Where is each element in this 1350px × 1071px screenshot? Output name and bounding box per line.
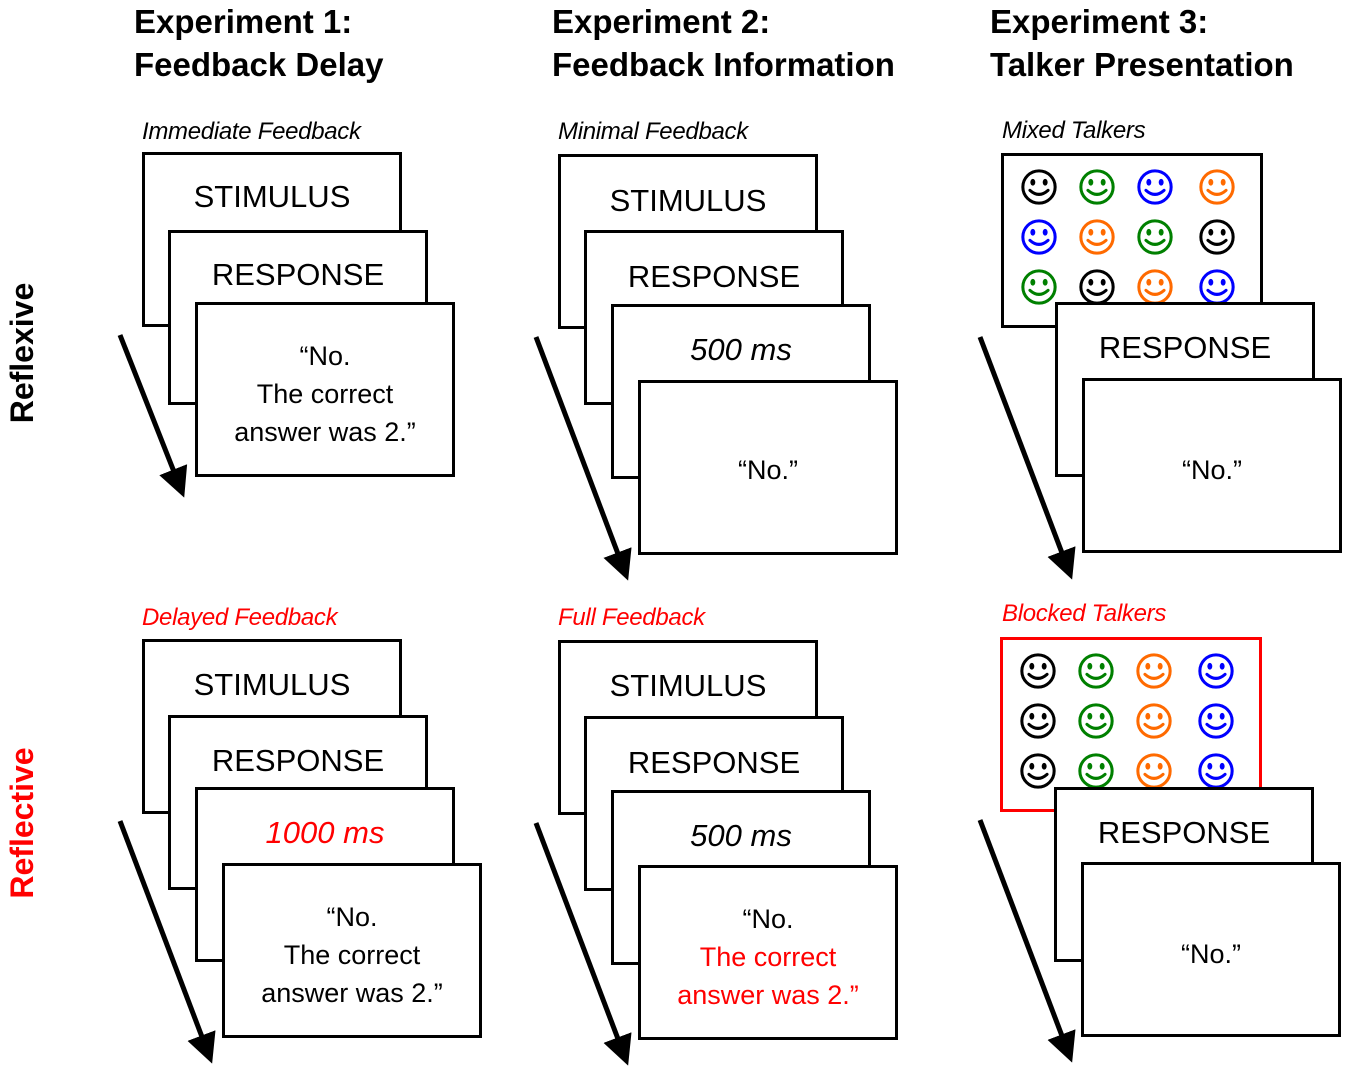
sequence-arrow-icon bbox=[977, 819, 1076, 1063]
smiley-face-icon bbox=[1136, 168, 1174, 206]
feedback-card: “No. The correct answer was 2.” bbox=[195, 302, 455, 477]
response-label: RESPONSE bbox=[1097, 815, 1271, 850]
smiley-face-icon bbox=[1020, 218, 1058, 256]
response-label: RESPONSE bbox=[1098, 330, 1272, 365]
sequence-arrow-icon bbox=[533, 822, 632, 1066]
smiley-face-icon bbox=[1020, 268, 1058, 306]
smiley-face-icon bbox=[1198, 168, 1236, 206]
column-heading-line1: Experiment 1: bbox=[134, 3, 353, 40]
condition-label-minimal-feedback: Minimal Feedback bbox=[558, 118, 748, 145]
feedback-line-1: “No.” bbox=[1182, 455, 1242, 485]
talker-faces-card bbox=[1000, 637, 1262, 812]
column-heading-line2: Talker Presentation bbox=[990, 46, 1294, 83]
delay-label: 500 ms bbox=[690, 332, 792, 367]
smiley-face-icon bbox=[1019, 652, 1057, 690]
condition-label-immediate-feedback: Immediate Feedback bbox=[142, 118, 361, 145]
stimulus-label: STIMULUS bbox=[193, 667, 351, 702]
condition-label-delayed-feedback: Delayed Feedback bbox=[142, 604, 338, 631]
sequence-arrow-icon bbox=[533, 336, 632, 581]
sequence-arrow-icon bbox=[117, 334, 188, 498]
smiley-face-icon bbox=[1078, 218, 1116, 256]
smiley-face-icon bbox=[1198, 218, 1236, 256]
smiley-face-icon bbox=[1077, 652, 1115, 690]
column-heading-line2: Feedback Information bbox=[552, 46, 895, 83]
condition-label-blocked-talkers: Blocked Talkers bbox=[1002, 600, 1167, 627]
response-label: RESPONSE bbox=[627, 259, 801, 294]
column-heading-line1: Experiment 3: bbox=[990, 3, 1209, 40]
smiley-face-icon bbox=[1136, 218, 1174, 256]
feedback-line-3: answer was 2.” bbox=[677, 980, 859, 1010]
response-label: RESPONSE bbox=[211, 743, 385, 778]
column-heading-experiment-3: Experiment 3: Talker Presentation bbox=[990, 0, 1294, 86]
column-heading-experiment-1: Experiment 1: Feedback Delay bbox=[134, 0, 383, 86]
stimulus-label: STIMULUS bbox=[193, 179, 351, 214]
smiley-face-icon bbox=[1135, 652, 1173, 690]
feedback-card: “No.” bbox=[638, 380, 898, 555]
feedback-line-1: “No. bbox=[742, 904, 794, 934]
response-label: RESPONSE bbox=[627, 745, 801, 780]
response-label: RESPONSE bbox=[211, 257, 385, 292]
condition-label-mixed-talkers: Mixed Talkers bbox=[1002, 117, 1146, 144]
smiley-face-icon bbox=[1078, 168, 1116, 206]
feedback-card: “No.” bbox=[1082, 378, 1342, 553]
condition-label-full-feedback: Full Feedback bbox=[558, 604, 705, 631]
feedback-line-3: answer was 2.” bbox=[234, 417, 416, 447]
smiley-face-icon bbox=[1019, 752, 1057, 790]
feedback-line-1: “No. bbox=[326, 902, 378, 932]
delay-label: 500 ms bbox=[690, 818, 792, 853]
sequence-arrow-icon bbox=[117, 820, 216, 1064]
stimulus-label: STIMULUS bbox=[609, 668, 767, 703]
feedback-line-2: The correct bbox=[256, 379, 394, 409]
smiley-face-icon bbox=[1135, 702, 1173, 740]
smiley-face-icon bbox=[1197, 702, 1235, 740]
feedback-card: “No.” bbox=[1081, 862, 1341, 1037]
sequence-arrow-icon bbox=[977, 336, 1076, 580]
feedback-card: “No. The correct answer was 2.” bbox=[638, 865, 898, 1040]
delay-label: 1000 ms bbox=[265, 815, 385, 850]
feedback-line-1: “No. bbox=[299, 341, 351, 371]
feedback-line-1: “No.” bbox=[1181, 939, 1241, 969]
smiley-face-icon bbox=[1019, 702, 1057, 740]
feedback-line-2: The correct bbox=[283, 940, 421, 970]
smiley-face-icon bbox=[1077, 702, 1115, 740]
feedback-line-3: answer was 2.” bbox=[261, 978, 443, 1008]
column-heading-experiment-2: Experiment 2: Feedback Information bbox=[552, 0, 895, 86]
feedback-card: “No. The correct answer was 2.” bbox=[222, 863, 482, 1038]
feedback-line-2: The correct bbox=[699, 942, 837, 972]
column-heading-line1: Experiment 2: bbox=[552, 3, 771, 40]
stimulus-label: STIMULUS bbox=[609, 183, 767, 218]
column-heading-line2: Feedback Delay bbox=[134, 46, 384, 83]
talker-faces-card bbox=[1001, 153, 1263, 328]
feedback-line-1: “No.” bbox=[738, 455, 798, 485]
smiley-face-icon bbox=[1197, 652, 1235, 690]
smiley-face-icon bbox=[1020, 168, 1058, 206]
